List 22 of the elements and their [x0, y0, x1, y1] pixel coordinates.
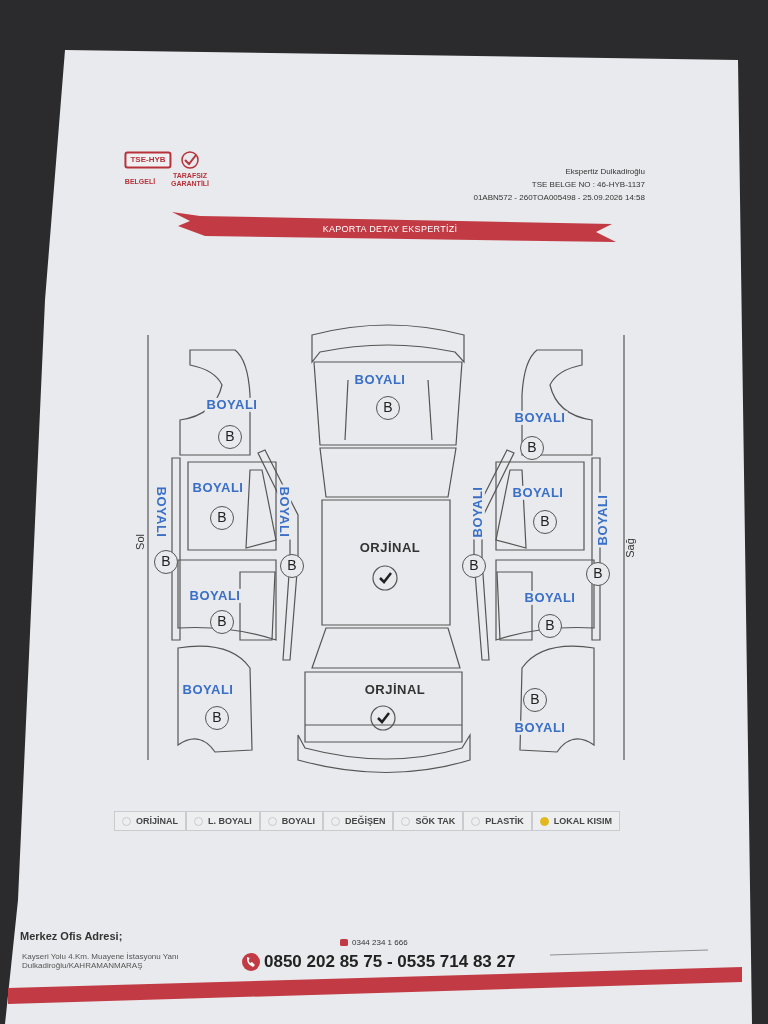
address-heading: Merkez Ofis Adresi;: [20, 929, 123, 943]
certificate-number: TSE BELGE NO : 46-HYB-1137: [531, 180, 645, 190]
side-label: Sol: [133, 534, 147, 550]
legend-text: DEĞİŞEN: [344, 816, 386, 826]
company-info: Ekspertiz Dulkadiroğlu: [565, 167, 645, 177]
legend-text: ORİJİNAL: [136, 816, 178, 826]
address-text: Kayseri Yolu 4.Km. Muayene İstasyonu Yanı Dulkadiroğlu/KAHRAMANMARAŞ: [22, 953, 180, 971]
side-label: Sağ: [623, 538, 637, 558]
legend-text: L. BOYALI: [208, 816, 252, 826]
stamp-text: ORJİNAL: [364, 682, 426, 698]
banner-title: KAPORTA DETAY EKSPERTİZİ: [322, 225, 458, 235]
legend-text: LOKAL KISIM: [553, 816, 613, 826]
legend-text: SÖK TAK: [415, 816, 456, 826]
stamp-text: ORJİNAL: [359, 540, 421, 556]
legend-text: BOYALI: [281, 816, 315, 826]
stamp-text: BOYALI: [187, 588, 243, 604]
legend-text: PLASTİK: [485, 816, 524, 826]
certificate-badge: TSE-HYB: [124, 151, 172, 169]
report-code: 01ABN572 - 260TOA005498 - 25.09.2026 14:58: [473, 193, 645, 203]
phone-numbers: 0850 202 85 75 - 0535 714 83 27: [264, 952, 516, 972]
stamp-text: BOYALI: [512, 410, 568, 426]
phone-number: 0344 234 1 666: [352, 938, 408, 948]
